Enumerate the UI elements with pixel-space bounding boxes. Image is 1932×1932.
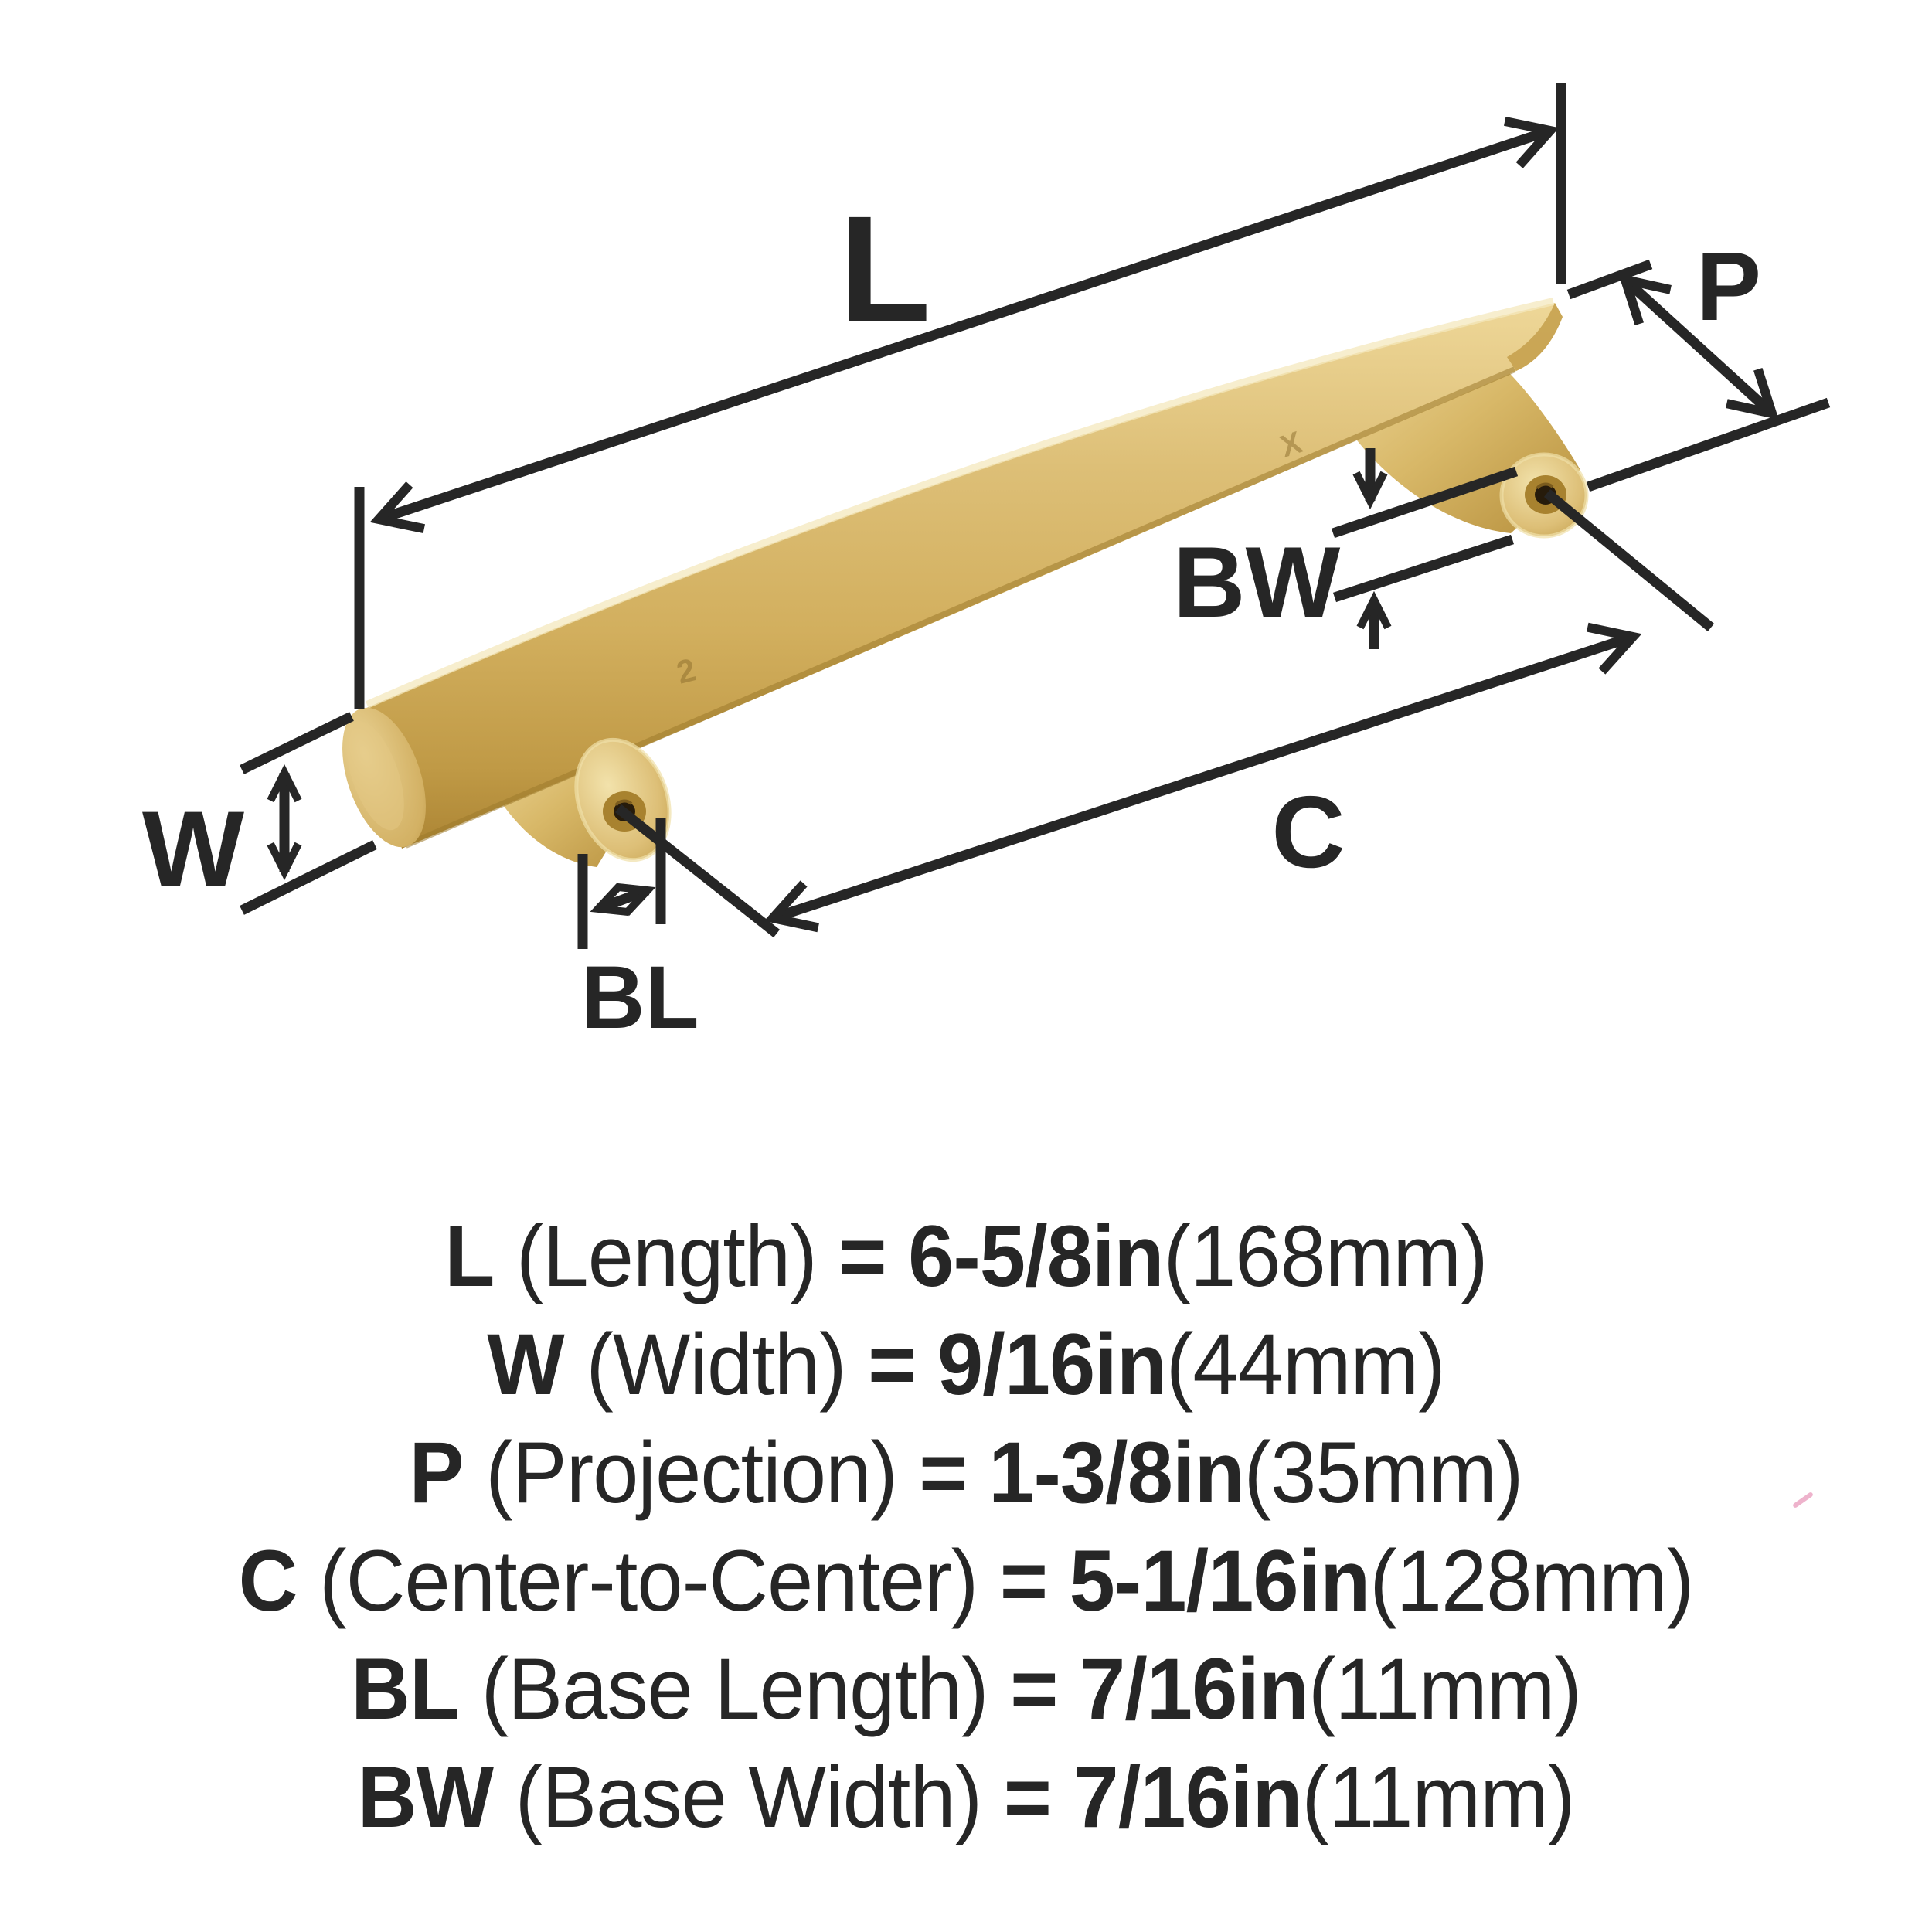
- spec-value-mm: (44mm): [1165, 1316, 1446, 1413]
- spec-row-base-length: BL (Base Length) = 7/16in(11mm): [49, 1635, 1884, 1743]
- spec-symbol: W: [487, 1316, 564, 1413]
- spec-symbol: BL: [351, 1641, 460, 1737]
- spec-value-in: 6-5/8in: [908, 1208, 1164, 1304]
- label-C: C: [1271, 775, 1345, 889]
- spec-equals: =: [919, 1424, 967, 1521]
- spec-row-projection: P (Projection) = 1-3/8in(35mm): [49, 1419, 1884, 1527]
- P-tick-bottom: [1586, 397, 1831, 492]
- spec-equals: =: [1010, 1641, 1058, 1737]
- spec-symbol: BW: [357, 1749, 494, 1845]
- spec-symbol: L: [444, 1208, 495, 1304]
- spec-value-mm: (35mm): [1243, 1424, 1524, 1521]
- spec-description: (Projection): [485, 1424, 898, 1521]
- W-tick-top: [240, 712, 354, 774]
- L-dimension-line: [369, 117, 1560, 533]
- spec-equals: =: [838, 1208, 886, 1304]
- spec-description: (Length): [516, 1208, 818, 1304]
- dimension-BW: [1331, 448, 1519, 649]
- spec-value-mm: (128mm): [1369, 1532, 1694, 1629]
- BW-ref-bottom: [1332, 534, 1515, 603]
- spec-text-block: L (Length) = 6-5/8in(168mm) W (Width) = …: [0, 1202, 1932, 1852]
- spec-symbol: C: [238, 1532, 298, 1629]
- spec-row-width: W (Width) = 9/16in(44mm): [49, 1311, 1884, 1419]
- dimension-BL: [577, 818, 666, 949]
- spec-value-mm: (11mm): [1301, 1749, 1575, 1845]
- spec-equals: =: [868, 1316, 916, 1413]
- spec-value-in: 7/16in: [1080, 1641, 1309, 1737]
- spec-description: (Width): [586, 1316, 846, 1413]
- dimension-diagram: 2 X L P W BW: [142, 83, 1831, 1047]
- C-tick-right: [1543, 488, 1715, 632]
- C-tick-left: [614, 804, 781, 938]
- spec-row-center-to-center: C (Center-to-Center) = 5-1/16in(128mm): [49, 1527, 1884, 1635]
- spec-description: (Base Length): [481, 1641, 989, 1737]
- spec-value-in: 7/16in: [1073, 1749, 1303, 1845]
- spec-equals: =: [1003, 1749, 1052, 1845]
- dimension-C: [614, 488, 1715, 938]
- bar-body: [363, 303, 1563, 849]
- spec-row-base-width: BW (Base Width) = 7/16in(11mm): [49, 1743, 1884, 1852]
- W-tick-bottom: [240, 840, 377, 915]
- P-dimension-line: [1618, 273, 1779, 420]
- dimension-W: [240, 712, 377, 915]
- label-L: L: [838, 185, 930, 353]
- handle-illustration: 2 X: [342, 298, 1589, 867]
- spec-description: (Base Width): [515, 1749, 982, 1845]
- spec-row-length: L (Length) = 6-5/8in(168mm): [49, 1202, 1884, 1311]
- left-screw-thread: [614, 799, 633, 807]
- label-P: P: [1696, 232, 1761, 341]
- spec-value-mm: (11mm): [1308, 1641, 1582, 1737]
- left-end-cap: [342, 707, 426, 848]
- label-BW: BW: [1173, 526, 1341, 638]
- BL-dimension-arrow: [590, 883, 656, 917]
- spec-symbol: P: [409, 1424, 464, 1521]
- BW-ref-top: [1331, 466, 1519, 539]
- bar-bottom-shade: [404, 366, 1516, 849]
- label-BL: BL: [580, 948, 699, 1047]
- C-dimension-line: [764, 622, 1642, 933]
- spec-value-in: 9/16in: [937, 1316, 1167, 1413]
- spec-equals: =: [999, 1532, 1048, 1629]
- spec-description: (Center-to-Center): [319, 1532, 978, 1629]
- spec-value-in: 1-3/8in: [988, 1424, 1244, 1521]
- label-W: W: [142, 788, 244, 910]
- dimension-P: [1566, 259, 1831, 492]
- spec-value-mm: (168mm): [1163, 1208, 1488, 1304]
- right-post-face: [1499, 452, 1589, 539]
- dimension-L: [354, 83, 1566, 709]
- P-tick-top: [1566, 259, 1653, 300]
- spec-value-in: 5-1/16in: [1069, 1532, 1371, 1629]
